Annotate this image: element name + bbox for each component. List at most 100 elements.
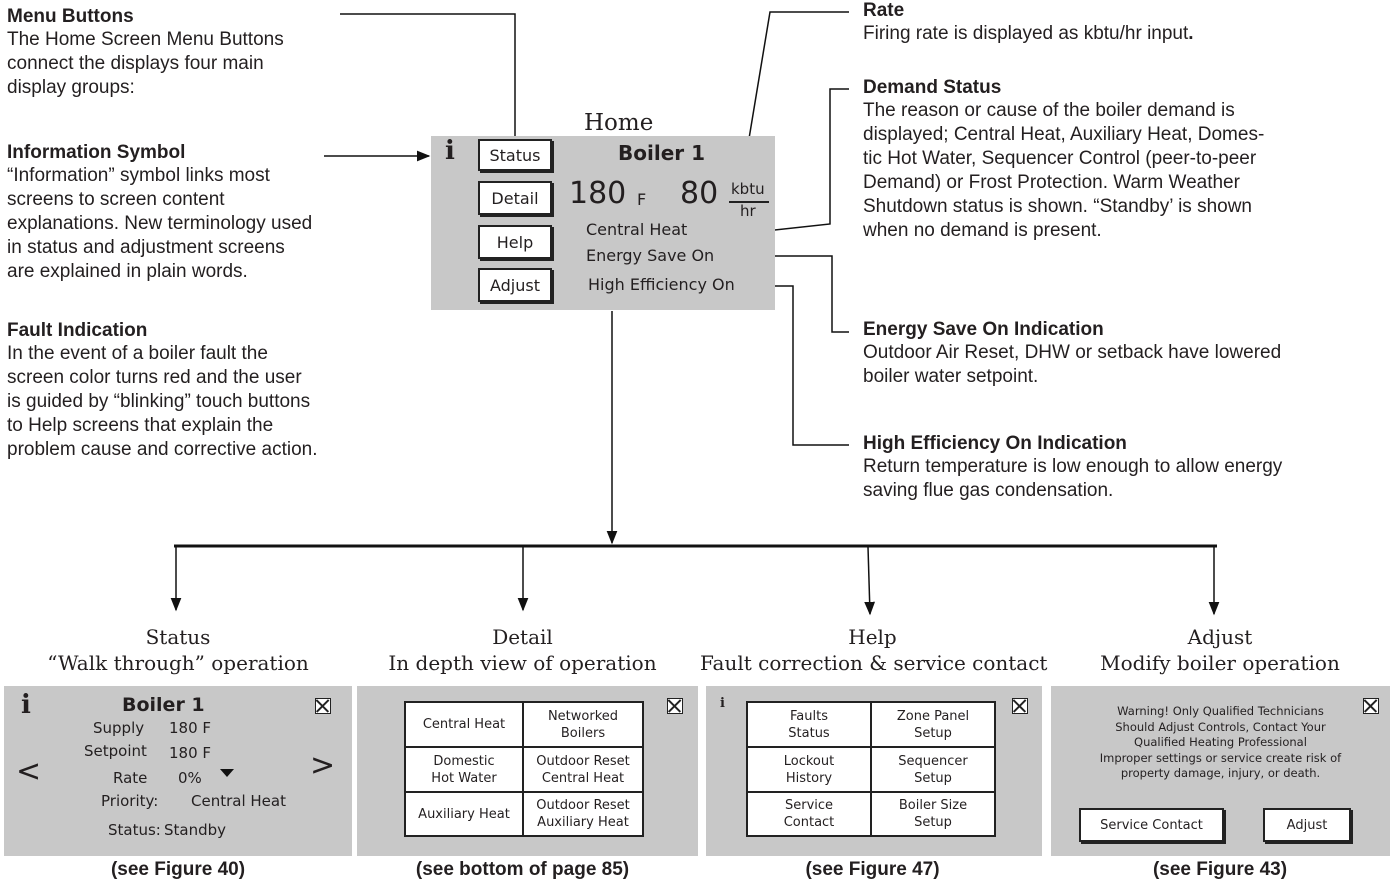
help-heading: Help Fault correction & service contact [700, 624, 1048, 676]
energy-line: Outdoor Air Reset, DHW or setback have l… [863, 342, 1282, 363]
info-symbol-line: explanations. New terminology used [7, 213, 313, 234]
warning-line: Qualified Heating Professional [1134, 735, 1307, 749]
lockout-history-button[interactable]: Lockout History [747, 747, 871, 792]
warning-line: property damage, injury, or death. [1120, 766, 1321, 780]
status-value: Standby [164, 821, 227, 839]
rate-line: Firing rate is displayed as kbtu/hr inpu… [863, 22, 1393, 46]
adjust-heading: Adjust Modify boiler operation [1045, 624, 1395, 676]
fault-line: to Help screens that explain the [7, 415, 274, 436]
auxiliary-heat-button[interactable]: Auxiliary Heat [405, 792, 523, 836]
demand-line: Demand) or Frost Protection. Warm Weathe… [863, 172, 1240, 193]
adjust-button[interactable]: Adjust [478, 268, 552, 302]
rate-annotation: Rate Firing rate is displayed as kbtu/hr… [863, 0, 1393, 46]
networked-boilers-button[interactable]: Networked Boilers [523, 702, 643, 747]
rate-value: 0% [178, 769, 202, 787]
home-heading: Home [584, 110, 654, 136]
close-icon[interactable] [1012, 698, 1028, 714]
demand-line: The reason or cause of the boiler demand… [863, 100, 1235, 121]
help-screen: i Faults Status Zone Panel Setup Lockout… [706, 686, 1042, 856]
close-icon[interactable] [315, 698, 331, 714]
fault-line: In the event of a boiler fault the [7, 343, 268, 364]
fault-line: problem cause and corrective action. [7, 439, 318, 460]
boiler-name: Boiler 1 [122, 694, 205, 716]
central-heat-button[interactable]: Central Heat [405, 702, 523, 747]
supply-temp-unit: F [637, 190, 647, 209]
close-icon[interactable] [1363, 698, 1379, 714]
efficiency-line: saving flue gas condensation. [863, 480, 1114, 501]
priority-value: Central Heat [191, 792, 286, 810]
adjust-screen: Warning! Only Qualified Technicians Shou… [1051, 686, 1390, 856]
help-heading-subtitle: Fault correction & service contact [700, 651, 1048, 675]
fault-line: is guided by “blinking” touch buttons [7, 391, 311, 412]
sequencer-setup-button[interactable]: Sequencer Setup [871, 747, 995, 792]
detail-heading: Detail In depth view of operation [350, 624, 695, 676]
firing-rate-value: 80 [680, 176, 719, 211]
detail-heading-subtitle: In depth view of operation [388, 651, 657, 675]
domestic-hot-water-button[interactable]: Domestic Hot Water [405, 747, 523, 792]
detail-screen: Central Heat Networked Boilers Domestic … [357, 686, 698, 856]
efficiency-arrow [756, 280, 849, 446]
info-icon[interactable]: i [720, 696, 725, 711]
help-menu-grid: Faults Status Zone Panel Setup Lockout H… [746, 701, 996, 837]
help-caption: (see Figure 47) [805, 859, 940, 880]
energy-arrow [737, 250, 849, 333]
demand-line: displayed; Central Heat, Auxiliary Heat,… [863, 124, 1265, 145]
rate-line-text: Firing rate is displayed as kbtu/hr inpu… [863, 23, 1189, 44]
info-icon[interactable]: i [445, 136, 455, 166]
dropdown-triangle-icon[interactable] [220, 769, 234, 777]
rate-arrow [736, 11, 849, 195]
faults-status-button[interactable]: Faults Status [747, 702, 871, 747]
demand-title: Demand Status [863, 77, 1002, 98]
close-icon[interactable] [667, 698, 683, 714]
rate-title: Rate [863, 0, 905, 21]
adjust-heading-title: Adjust [1187, 625, 1253, 649]
efficiency-line: Return temperature is low enough to allo… [863, 456, 1283, 477]
info-symbol-line: screens to screen content [7, 189, 225, 210]
zone-panel-setup-button[interactable]: Zone Panel Setup [871, 702, 995, 747]
prev-arrow-icon[interactable]: < [16, 754, 42, 789]
demand-annotation: Demand Status The reason or cause of the… [863, 77, 1393, 243]
rate-line-period: . [1188, 23, 1194, 44]
detail-heading-title: Detail [492, 625, 553, 649]
info-symbol-line: “Information” symbol links most [7, 165, 270, 186]
demand-status: Central Heat [586, 220, 688, 239]
boiler-size-setup-button[interactable]: Boiler Size Setup [871, 792, 995, 836]
high-efficiency-status: High Efficiency On [588, 275, 735, 294]
menu-buttons-arrow [340, 13, 521, 167]
adjust-heading-subtitle: Modify boiler operation [1100, 651, 1340, 675]
supply-value: 180 F [169, 719, 212, 737]
rate-label: Rate [113, 769, 148, 787]
boiler-name: Boiler 1 [618, 141, 706, 165]
demand-line: tic Hot Water, Sequencer Control (peer-t… [863, 148, 1257, 169]
fault-annotation: Fault Indication In the event of a boile… [7, 320, 427, 462]
home-screen: i Status Detail Help Adjust Boiler 1 180… [431, 136, 775, 310]
warning-line: Should Adjust Controls, Contact Your [1115, 719, 1326, 734]
help-button[interactable]: Help [478, 225, 552, 259]
status-heading: Status “Walk through” operation [0, 624, 356, 676]
supply-temp-value: 180 [569, 176, 627, 211]
status-heading-title: Status [145, 625, 211, 649]
status-screen: i Boiler 1 Supply 180 F Setpoint 180 F <… [4, 686, 352, 856]
info-icon[interactable]: i [21, 690, 31, 720]
rate-unit-divider [729, 201, 769, 203]
menu-buttons-line: connect the displays four main [7, 53, 264, 74]
status-label: Status: [108, 821, 161, 839]
adjust-caption: (see Figure 43) [1152, 859, 1288, 880]
energy-save-status: Energy Save On [586, 246, 715, 265]
next-arrow-icon[interactable]: > [310, 748, 336, 783]
fault-line: screen color turns red and the user [7, 367, 302, 388]
service-contact-button[interactable]: Service Contact [747, 792, 871, 836]
outdoor-reset-auxiliary-heat-button[interactable]: Outdoor Reset Auxiliary Heat [523, 792, 643, 836]
detail-button[interactable]: Detail [478, 181, 552, 215]
outdoor-reset-central-heat-button[interactable]: Outdoor Reset Central Heat [523, 747, 643, 792]
status-button[interactable]: Status [478, 139, 552, 171]
fault-title: Fault Indication [7, 320, 148, 341]
adjust-confirm-button[interactable]: Adjust [1263, 808, 1351, 842]
service-contact-button[interactable]: Service Contact [1079, 808, 1224, 842]
rate-unit-bottom: hr [740, 202, 756, 220]
demand-line: when no demand is present. [863, 220, 1102, 241]
info-symbol-annotation: Information Symbol “Information” symbol … [7, 142, 397, 284]
menu-buttons-line: The Home Screen Menu Buttons [7, 29, 284, 50]
status-heading-subtitle: “Walk through” operation [47, 651, 309, 675]
